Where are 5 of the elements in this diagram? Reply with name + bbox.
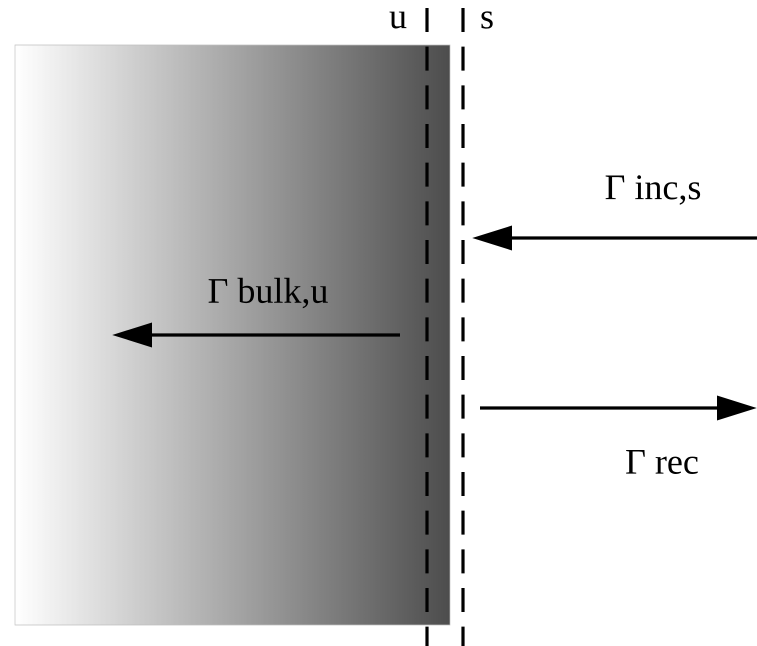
flux-label: Γ inc,s [606, 175, 700, 205]
flux-label: Γ rec [626, 450, 698, 474]
flux-label: Γ bulk,u [208, 278, 328, 308]
flux-label: s [481, 11, 493, 29]
flux-label: u [389, 12, 406, 28]
